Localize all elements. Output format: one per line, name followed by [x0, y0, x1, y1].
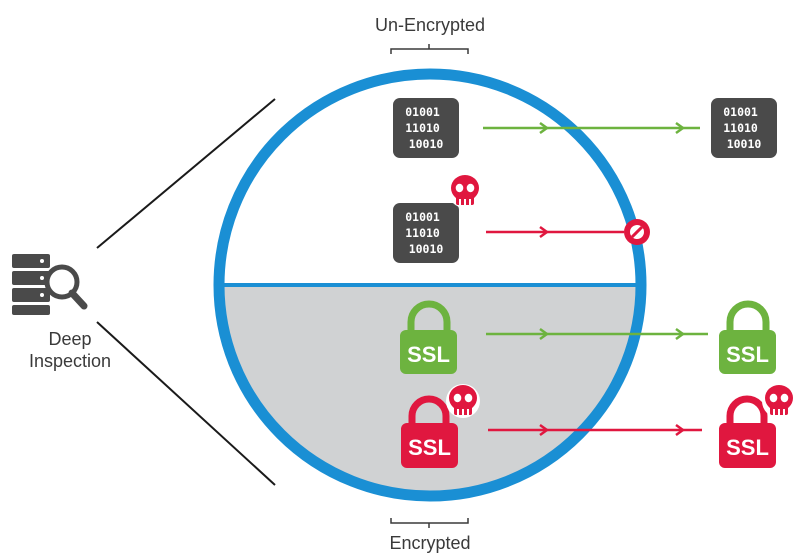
inspection-circle [213, 68, 647, 502]
upper-leader-line [96, 98, 276, 249]
ssl-lock-icon-2: SSL [719, 300, 776, 374]
blocked-icon [624, 219, 650, 245]
arrow-icon [675, 327, 686, 341]
svg-text:SSL: SSL [407, 342, 450, 367]
arrow-icon [539, 225, 550, 239]
ssl-lock-icon-4: SSL [719, 395, 776, 468]
svg-text:SSL: SSL [726, 342, 769, 367]
bottom-brace [390, 518, 469, 528]
ssl-lock-icon-1: SSL [400, 300, 457, 374]
unencrypted-label: Un-Encrypted [374, 15, 486, 35]
binary-data-icon-1 [393, 98, 459, 158]
ssl-lock-icon-3: SSL [401, 395, 458, 468]
arrow-icon [539, 423, 550, 437]
top-brace [390, 44, 469, 54]
arrow-icon [539, 327, 550, 341]
server-search-icon [12, 254, 88, 315]
arrow-icon [539, 121, 550, 135]
lower-leader-line [96, 321, 276, 486]
svg-text:SSL: SSL [408, 435, 451, 460]
arrow-icon [675, 121, 686, 135]
binary-data-icon-3 [393, 203, 459, 263]
svg-text:SSL: SSL [726, 435, 769, 460]
encrypted-label: Encrypted [389, 533, 471, 553]
arrow-icon [675, 423, 686, 437]
binary-data-icon-2 [711, 98, 777, 158]
deep-inspection-line1: Deep [48, 329, 92, 349]
skull-icon-2 [446, 384, 480, 418]
skull-icon-1 [448, 174, 482, 208]
deep-inspection-label: Deep Inspection [10, 328, 130, 372]
skull-icon-3 [762, 384, 796, 418]
deep-inspection-line2: Inspection [28, 351, 112, 371]
